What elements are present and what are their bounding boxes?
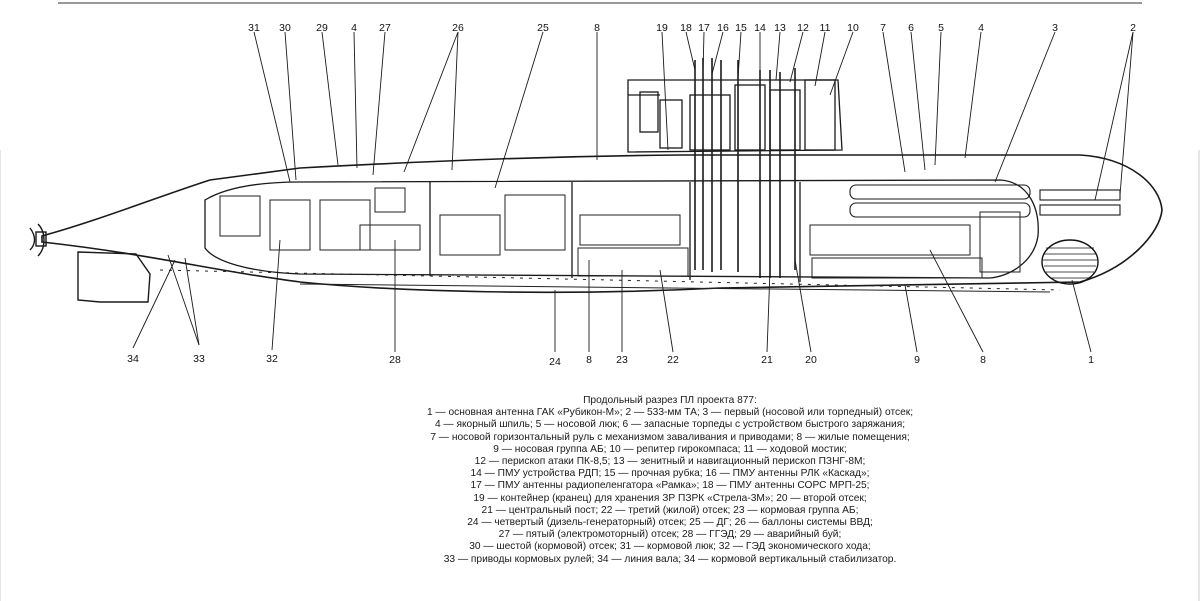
caption-line: 1 — основная антенна ГАК «Рубикон-М»; 2 …	[426, 407, 914, 419]
caption-line: 12 — перископ атаки ПК-8,5; 13 — зенитны…	[474, 456, 866, 468]
callout-leaders	[132, 31, 1134, 353]
callout-label: 11	[820, 22, 831, 34]
callout-label: 7	[880, 22, 886, 34]
callout-label: 22	[667, 354, 679, 366]
callout-label: 18	[680, 22, 692, 34]
callout-label: 8	[980, 354, 986, 366]
caption-line: 17 — ПМУ антенны радиопеленгатора «Рамка…	[470, 480, 870, 492]
callout-label: 8	[586, 354, 592, 366]
caption-line: 27 — пятый (электромоторный) отсек; 28 —…	[498, 529, 842, 541]
callout-label: 9	[914, 354, 920, 366]
callout-labels: 31 30 29 4 27 26 25 8 19 18 17 16 15 14 …	[127, 22, 1136, 368]
callout-label: 30	[279, 22, 291, 34]
callout-label: 2	[1130, 22, 1136, 34]
caption-line: 4 — якорный шпиль; 5 — носовой люк; 6 — …	[434, 419, 906, 431]
masts	[694, 58, 796, 278]
callout-label: 4	[978, 22, 984, 34]
callout-label: 6	[908, 22, 914, 34]
bulkheads	[429, 182, 801, 282]
callout-label: 4	[351, 22, 357, 34]
outer-hull	[41, 154, 1163, 294]
callout-label: 5	[938, 22, 944, 34]
pressure-hull	[204, 179, 1039, 279]
callout-label: 21	[761, 354, 773, 366]
caption-line: 24 — четвертый (дизель-генераторный) отс…	[467, 517, 873, 529]
caption-title: Продольный разрез ПЛ проекта 877:	[583, 395, 757, 406]
callout-label: 20	[805, 354, 817, 366]
callout-label: 34	[127, 353, 139, 365]
callout-label: 33	[193, 353, 205, 365]
callout-label: 16	[717, 22, 729, 34]
callout-label: 15	[735, 22, 747, 34]
stern-propeller	[29, 223, 151, 303]
caption-line: 7 — носовой горизонтальный руль с механи…	[430, 431, 910, 443]
bow-sonar	[1041, 239, 1099, 285]
callout-label: 17	[698, 22, 710, 34]
callout-label: 1	[1088, 354, 1094, 366]
callout-label: 24	[549, 356, 561, 368]
callout-label: 25	[537, 22, 549, 34]
callout-label: 19	[656, 22, 668, 34]
callout-label: 31	[248, 22, 260, 34]
caption-line: 21 — центральный пост; 22 — третий (жило…	[481, 504, 859, 516]
callout-label: 27	[379, 22, 391, 34]
caption-line: 30 — шестой (кормовой) отсек; 31 — кормо…	[469, 541, 871, 553]
callout-label: 8	[594, 22, 600, 34]
callout-label: 29	[316, 22, 328, 34]
callout-label: 26	[452, 22, 464, 34]
keel-frames	[159, 269, 1061, 293]
callout-label: 12	[797, 22, 809, 34]
caption-line: 14 — ПМУ устройства РДП; 15 — прочная ру…	[470, 468, 870, 480]
callout-label: 28	[389, 354, 401, 366]
caption-line: 19 — контейнер (кранец) для хранения ЗР …	[473, 492, 867, 504]
caption: Продольный разрез ПЛ проекта 877: 1 — ос…	[300, 395, 1040, 566]
callout-label: 14	[754, 22, 766, 34]
caption-line: 33 — приводы кормовых рулей; 34 — линия …	[443, 553, 897, 565]
internal-equipment	[219, 187, 1021, 279]
caption-line: 9 — носовая группа АБ; 10 — репитер гиро…	[493, 443, 847, 455]
callout-label: 23	[616, 354, 628, 366]
callout-label: 10	[847, 22, 859, 34]
callout-label: 32	[266, 353, 278, 365]
sail	[627, 79, 843, 153]
callout-label: 13	[774, 22, 786, 34]
callout-label: 3	[1052, 22, 1058, 34]
